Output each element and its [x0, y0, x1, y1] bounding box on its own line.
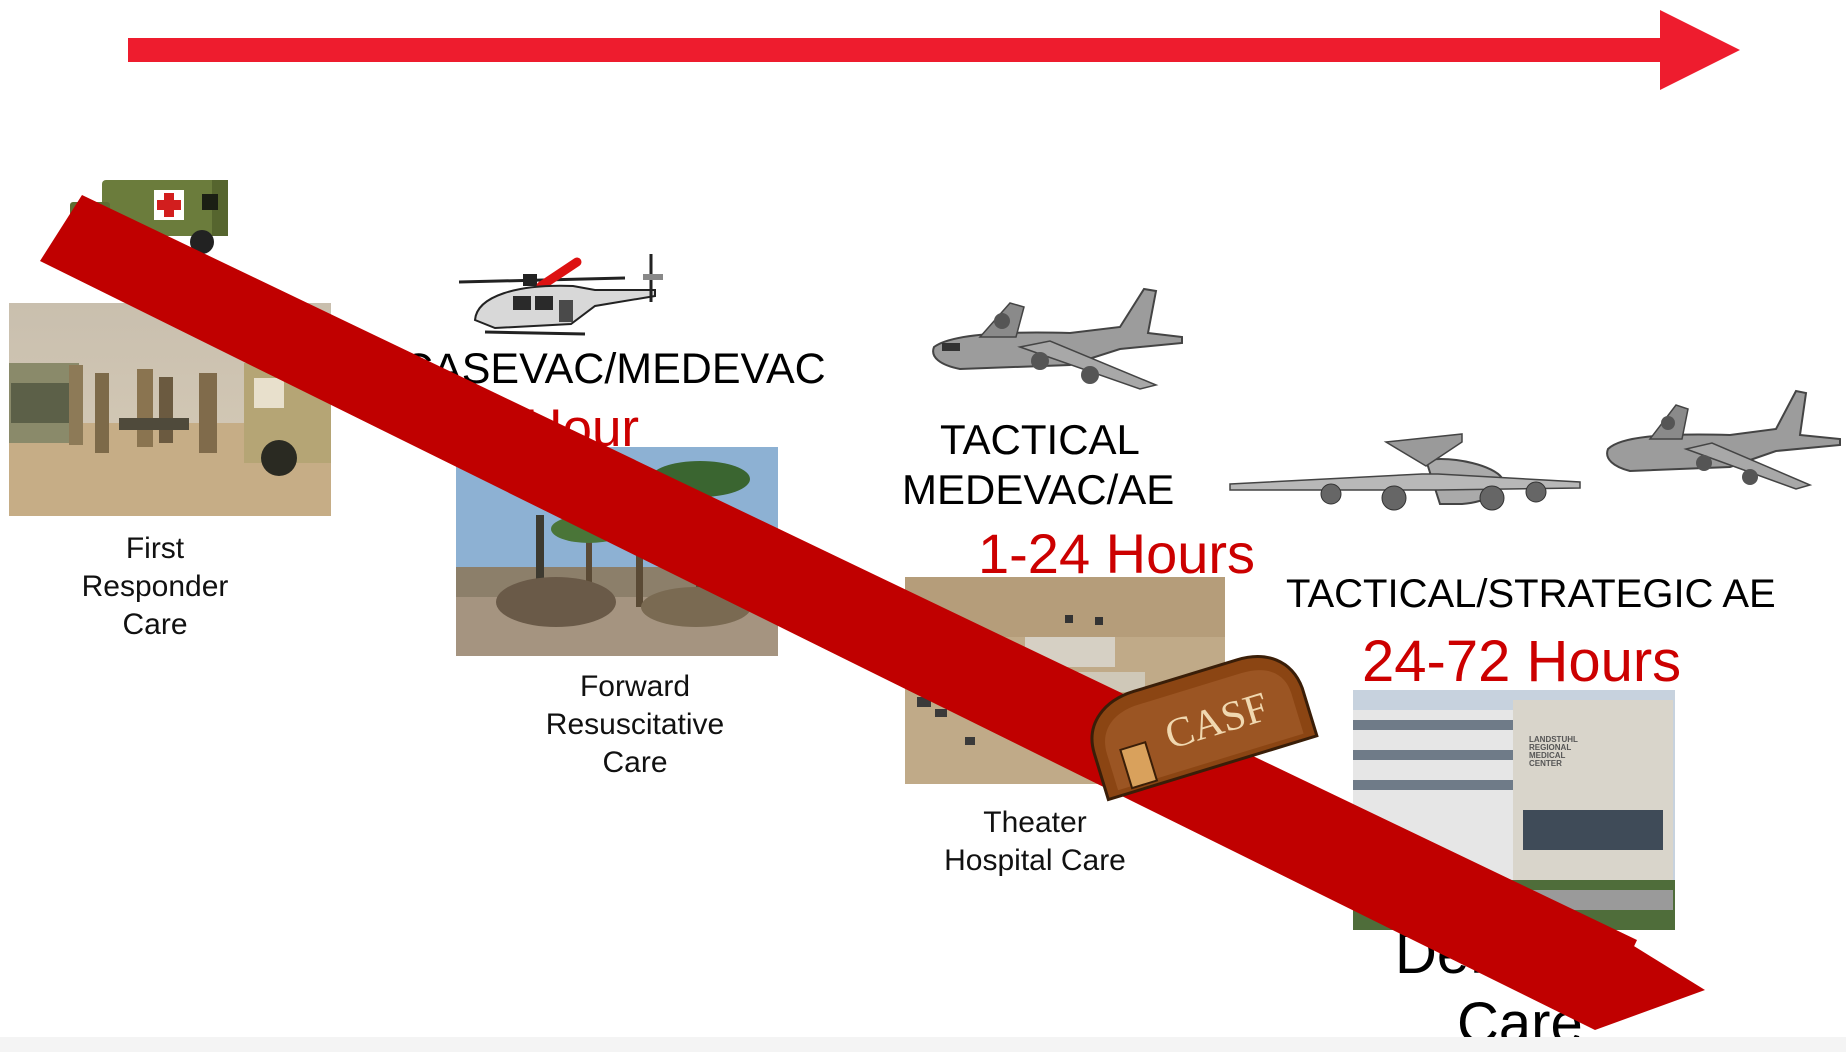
- definitive-sign-line: REGIONAL: [1529, 743, 1571, 752]
- definitive-sign-line: CENTER: [1529, 759, 1562, 768]
- forward-caption-line: Resuscitative: [545, 708, 725, 741]
- definitive-sign-line: LANDSTUHL: [1529, 735, 1578, 744]
- theater-heading-line-1: TACTICAL: [940, 416, 1140, 463]
- first-responder-caption-line: Responder: [81, 570, 229, 603]
- casf-shelter-icon: CASF: [1090, 655, 1319, 802]
- theater-heading-line-2: MEDEVAC/AE: [902, 466, 1175, 513]
- definitive-sign-line: MEDICAL: [1529, 751, 1566, 760]
- definitive-heading: TACTICAL/STRATEGIC AE: [1286, 572, 1776, 616]
- c130-aircraft-icon: [1606, 389, 1841, 490]
- first-responder-caption-line: First: [125, 532, 185, 565]
- theater-time: 1-24 Hours: [978, 522, 1256, 585]
- theater-caption-line: Hospital Care: [944, 844, 1126, 877]
- forward-caption-line: Care: [602, 746, 668, 779]
- first-responder-caption-line: Care: [122, 608, 188, 641]
- forward-caption-line: Forward: [579, 670, 691, 703]
- theater-caption-line: Theater: [983, 806, 1087, 839]
- c130-aircraft-icon: [932, 287, 1183, 390]
- c17-aircraft-icon: [1229, 433, 1581, 511]
- definitive-time: 24-72 Hours: [1362, 629, 1682, 694]
- timeline-arrow: [128, 10, 1740, 90]
- bottom-strip: [0, 1037, 1846, 1052]
- helicopter-icon: [458, 254, 663, 336]
